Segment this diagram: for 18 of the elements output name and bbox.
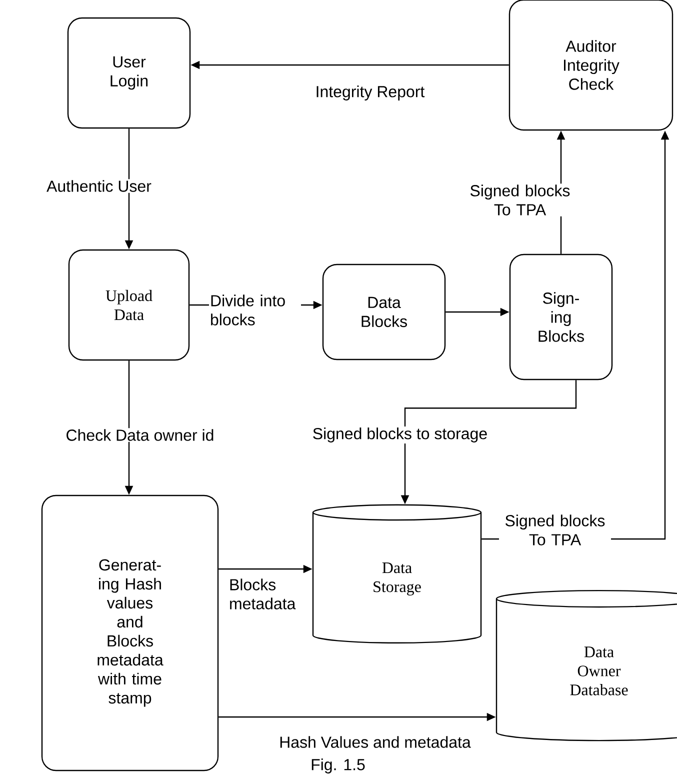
edge-label: Divide into blocks [209,294,301,326]
edge-label: Blocks metadata [228,578,308,610]
process-box: Upload Data [68,249,190,361]
process-box: User Login [67,17,191,129]
database-cylinder: Data Owner Database [496,590,677,742]
process-box: Sign- ing Blocks [509,254,613,380]
edge-label: Authentic User [46,179,152,193]
process-box: Auditor Integrity Check [508,0,674,131]
edge-label: Signed blocks to storage [311,426,489,444]
process-box: Generat- ing Hash values and Blocks metadata with time stamp [41,494,219,772]
edge-label: Signed blocks To TPA [464,184,576,216]
edge-label: Check Data owner id [64,428,216,442]
edge-label: Integrity Report [314,84,426,102]
caption: Fig. 1.5 [312,758,365,774]
process-box: Data Blocks [322,264,446,360]
edge-label: Hash Values and metadata [278,735,472,749]
database-cylinder: Data Storage [312,504,482,644]
edge-label: Signed blocks To TPA [499,514,611,546]
